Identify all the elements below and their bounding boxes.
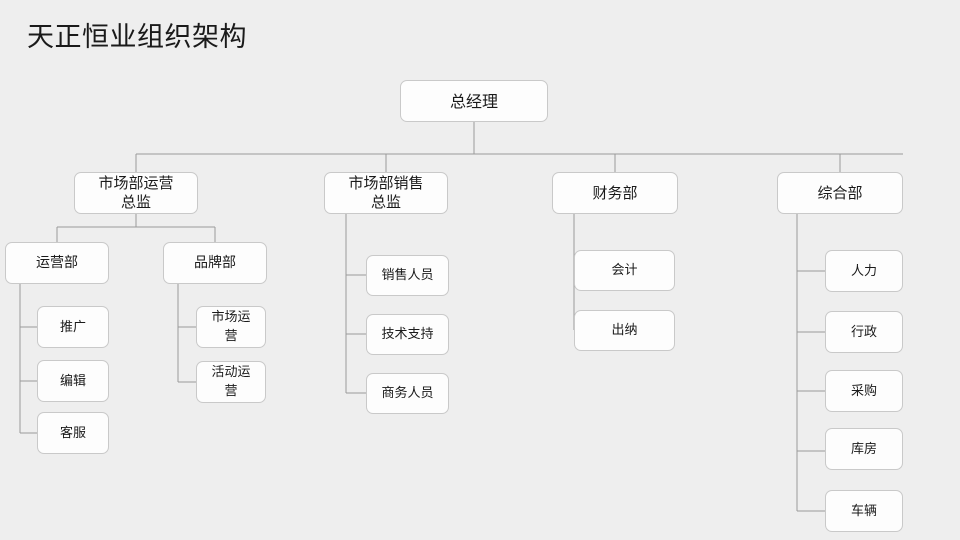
node-customer-service[interactable]: 客服 [37, 412, 109, 454]
node-administration[interactable]: 行政 [825, 311, 903, 353]
node-accounting[interactable]: 会计 [574, 250, 675, 291]
node-label: 人力 [850, 263, 877, 279]
node-cashier[interactable]: 出纳 [574, 310, 675, 351]
node-brand-department[interactable]: 品牌部 [163, 242, 267, 284]
node-label: 运营部 [36, 254, 78, 271]
node-sales-staff[interactable]: 销售人员 [366, 255, 449, 296]
node-label: 市场运 营 [211, 310, 251, 344]
node-label: 市场部销售 总监 [348, 174, 424, 211]
node-general-manager[interactable]: 总经理 [400, 80, 548, 122]
node-label: 会计 [611, 263, 638, 278]
node-label: 技术支持 [381, 327, 434, 342]
node-business-staff[interactable]: 商务人员 [366, 373, 449, 414]
node-label: 推广 [59, 319, 86, 335]
node-label: 客服 [59, 425, 86, 441]
node-warehouse[interactable]: 库房 [825, 428, 903, 470]
node-label: 采购 [850, 383, 877, 399]
page-title: 天正恒业组织架构 [27, 22, 247, 53]
node-finance-department[interactable]: 财务部 [552, 172, 678, 214]
node-label: 综合部 [817, 183, 863, 202]
node-promotion[interactable]: 推广 [37, 306, 109, 348]
node-label: 编辑 [59, 373, 86, 389]
node-procurement[interactable]: 采购 [825, 370, 903, 412]
node-label: 销售人员 [381, 268, 434, 283]
node-label: 总经理 [449, 91, 498, 111]
node-label: 财务部 [592, 183, 638, 202]
node-event-operations[interactable]: 活动运 营 [196, 361, 266, 403]
node-editing[interactable]: 编辑 [37, 360, 109, 402]
node-marketing-ops-director[interactable]: 市场部运营 总监 [74, 172, 198, 214]
node-label: 商务人员 [381, 386, 434, 401]
node-technical-support[interactable]: 技术支持 [366, 314, 449, 355]
node-market-operations[interactable]: 市场运 营 [196, 306, 266, 348]
node-label: 市场部运营 总监 [98, 174, 174, 211]
node-human-resources[interactable]: 人力 [825, 250, 903, 292]
node-marketing-sales-director[interactable]: 市场部销售 总监 [324, 172, 448, 214]
node-label: 行政 [850, 324, 877, 340]
node-label: 活动运 营 [211, 365, 251, 399]
node-label: 品牌部 [194, 254, 236, 271]
node-label: 车辆 [850, 503, 877, 519]
node-general-affairs-department[interactable]: 综合部 [777, 172, 903, 214]
node-label: 库房 [850, 441, 877, 457]
node-operations-department[interactable]: 运营部 [5, 242, 109, 284]
node-vehicles[interactable]: 车辆 [825, 490, 903, 532]
node-label: 出纳 [611, 323, 638, 338]
